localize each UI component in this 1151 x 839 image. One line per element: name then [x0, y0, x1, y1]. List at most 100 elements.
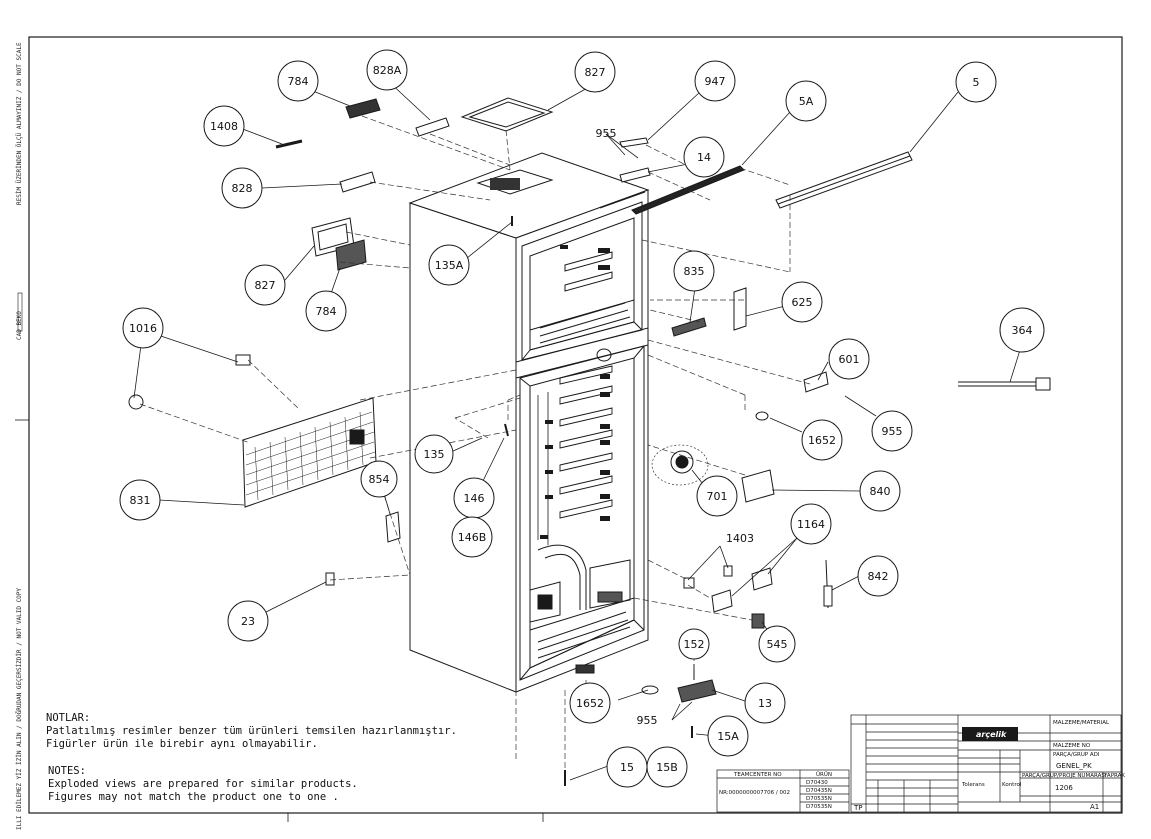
callout-circle	[678, 628, 710, 660]
callout-label: 784	[316, 305, 337, 318]
callout-label: 625	[792, 296, 813, 309]
callout-828A: 828A	[366, 49, 408, 91]
callout-label: 146	[464, 492, 485, 505]
back-condenser-panel	[242, 397, 377, 508]
callout-label: 947	[705, 75, 726, 88]
callout-circle	[305, 290, 347, 332]
notes-en-heading: NOTES:	[48, 765, 86, 777]
callout-1652-right: 1652	[801, 419, 843, 461]
callout-955-right: 955	[871, 410, 913, 452]
callout-15: 15	[606, 746, 648, 788]
product-code-1: D70430	[806, 780, 828, 786]
callout-circle	[801, 419, 843, 461]
callout-label: 15A	[717, 730, 739, 743]
callout-circle	[859, 470, 901, 512]
callout-circle	[366, 49, 408, 91]
callout-784-top: 784	[277, 60, 319, 102]
callout-1164: 1164	[790, 503, 832, 545]
callout-circle	[119, 479, 161, 521]
teamcenter-table	[716, 769, 850, 813]
callout-827-top: 827	[574, 51, 616, 93]
callout-circle	[574, 51, 616, 93]
callout-label: 15	[620, 761, 634, 774]
callout-152: 152	[678, 628, 710, 660]
callout-label: 146B	[458, 531, 487, 544]
callout-label: 955	[637, 714, 658, 727]
callout-label: 1652	[808, 434, 836, 447]
callout-1408: 1408	[203, 105, 245, 147]
callout-827-mid: 827	[244, 264, 286, 306]
callout-circle	[203, 105, 245, 147]
material-label: MALZEME/MATERIAL	[1053, 720, 1110, 726]
callout-1652-bottom: 1652	[569, 682, 611, 724]
notes-tr-line1: Patlatılmış resimler benzer tüm ürünleri…	[46, 725, 457, 737]
callout-854: 854	[360, 460, 398, 498]
callout-label: 5A	[799, 95, 814, 108]
callout-label: 701	[707, 490, 728, 503]
callout-label: 135	[424, 448, 445, 461]
callout-circle	[569, 682, 611, 724]
notes-english: NOTES: Exploded views are prepared for s…	[48, 765, 358, 804]
callout-label: 827	[585, 66, 606, 79]
callout-label: 840	[870, 485, 891, 498]
callout-label: 828A	[373, 64, 402, 77]
callout-13: 13	[744, 682, 786, 724]
drawing-no-label: PARÇA/GRUP/PROJE NUMARASI	[1022, 773, 1107, 779]
teamcenter-header: TEAMCENTER NO	[733, 772, 782, 778]
callout-circle	[758, 625, 796, 663]
group-value: GENEL_PK	[1056, 762, 1092, 770]
callout-784-mid: 784	[305, 290, 347, 332]
callout-545: 545	[758, 625, 796, 663]
part-no-label: MALZEME NO	[1053, 743, 1091, 749]
callout-circle	[646, 746, 688, 788]
callout-146B: 146B	[451, 516, 493, 558]
product-code-4: D70535N	[806, 804, 832, 810]
group-label: PARÇA/GRUP ADI	[1053, 752, 1100, 758]
brand-name: arçelik	[976, 730, 1007, 739]
callout-135A: 135A	[428, 244, 470, 286]
callout-label: 955	[882, 425, 903, 438]
callout-label: 784	[288, 75, 309, 88]
notes-tr-line2: Figürler ürün ile birebir aynı olmayabil…	[46, 738, 318, 750]
product-code-2: D70435N	[806, 788, 832, 794]
callout-label: 14	[697, 151, 711, 164]
callout-135: 135	[414, 434, 454, 474]
callout-circle	[696, 475, 738, 517]
callout-label: 601	[839, 353, 860, 366]
refrigerator-cabinet	[408, 152, 650, 693]
callout-955-bottom: 955	[637, 714, 658, 727]
product-code-3: D70535N	[806, 796, 832, 802]
callout-14: 14	[683, 136, 725, 178]
callout-label: 1408	[210, 120, 238, 133]
callout-circle	[857, 555, 899, 597]
callout-circle	[277, 60, 319, 102]
callout-23: 23	[227, 600, 269, 642]
callout-label: 5	[973, 76, 980, 89]
callout-label: 545	[767, 638, 788, 651]
callout-label: 835	[684, 265, 705, 278]
callout-layer: 784 828A 827 947 5 1408 955 5A 14 828 135A 827 784 83…	[119, 49, 1045, 788]
notes-en-line1: Exploded views are prepared for similar …	[48, 778, 358, 790]
callout-label: 1403	[726, 532, 754, 545]
callout-15B: 15B	[646, 746, 688, 788]
callout-955-top: 955	[596, 127, 617, 140]
callout-701: 701	[696, 475, 738, 517]
callout-circle	[999, 307, 1045, 353]
callout-label: 15B	[656, 761, 678, 774]
callout-947: 947	[694, 60, 736, 102]
tolerance-label: Tolerans	[961, 782, 985, 788]
callout-circle	[785, 80, 827, 122]
callout-label: 13	[758, 697, 772, 710]
callout-circle	[451, 516, 493, 558]
size-value: A1	[1090, 803, 1099, 811]
callout-828: 828	[221, 167, 263, 209]
callout-circle	[360, 460, 398, 498]
teamcenter-product-header: ÜRÜN	[816, 771, 832, 778]
callout-circle	[414, 434, 454, 474]
callout-circle	[694, 60, 736, 102]
tp-label: TP	[853, 804, 863, 812]
callout-840: 840	[859, 470, 901, 512]
callout-1403: 1403	[726, 532, 754, 545]
